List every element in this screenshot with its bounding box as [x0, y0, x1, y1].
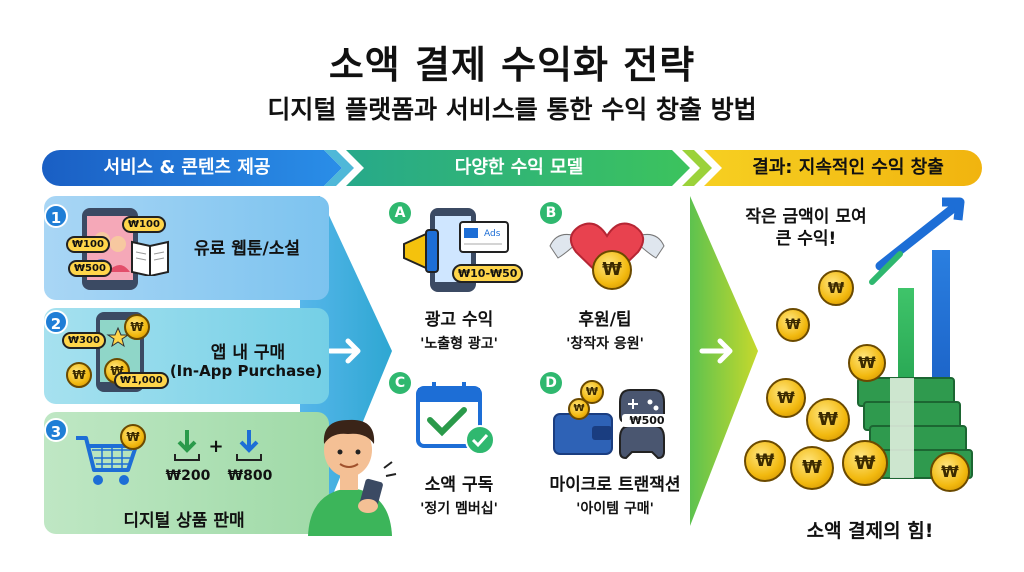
stage-label-result: 결과: 지속적인 수익 창출 — [752, 157, 944, 178]
person-with-phone-illustration — [308, 419, 397, 536]
won-coin-icon: ₩ — [776, 308, 810, 342]
stage-chevron-shape — [704, 150, 982, 186]
model-letter-badge: A — [389, 202, 411, 224]
model-subtitle: '정기 멤버십' — [420, 501, 498, 517]
service-label-iap-line1: 앱 내 구매 — [210, 343, 286, 363]
model-title: 마이크로 트랜잭션 — [549, 475, 681, 495]
won-coin-icon: ₩ — [120, 424, 146, 450]
service-label-digital-goods: 디지털 상품 판매 — [123, 511, 245, 531]
page-subtitle: 디지털 플랫폼과 서비스를 통한 수익 창출 방법 — [267, 95, 757, 124]
model-subtitle: '노출형 광고' — [420, 336, 498, 352]
flow-arrow-models-to-result — [690, 196, 758, 526]
model-label-microtransaction: 마이크로 트랜잭션 '아이템 구매' — [530, 470, 700, 518]
download-icon — [174, 430, 200, 461]
page-title: 소액 결제 수익화 전략 — [328, 43, 696, 87]
won-coin-icon: ₩ — [842, 440, 888, 486]
price-label: ₩200 — [165, 468, 211, 484]
stage-banner-services: 서비스 & 콘텐츠 제공 — [42, 150, 342, 186]
price-badge: ₩500 — [68, 260, 112, 277]
model-title: 광고 수익 — [424, 310, 494, 330]
step-number: 1 — [44, 204, 68, 228]
stage-chevron-shape — [346, 150, 690, 186]
plus-sign: + — [208, 436, 224, 457]
price-badge: ₩100 — [66, 236, 110, 253]
won-coin-icon: ₩ — [790, 446, 834, 490]
model-subtitle: '아이템 구매' — [576, 501, 654, 517]
step-number: 2 — [44, 310, 68, 334]
price-label: ₩800 — [227, 468, 273, 484]
result-callout-line2: 큰 수익! — [775, 229, 837, 249]
stage-banner-models: 다양한 수익 모델 — [346, 150, 690, 186]
result-footer: 소액 결제의 힘! — [806, 520, 934, 542]
ad-tag-text: Ads — [484, 229, 501, 239]
service-row-3: ₩ + ₩200 ₩800 디지털 상품 판매 — [44, 412, 329, 534]
calendar-check-icon — [416, 382, 495, 455]
stage-label-models: 다양한 수익 모델 — [454, 157, 584, 178]
price-badge: ₩10-₩50 — [452, 264, 524, 283]
service-label-webtoon: 유료 웹툰/소설 — [194, 239, 300, 259]
won-coin-icon: ₩ — [592, 250, 632, 290]
stage-banner-result: 결과: 지속적인 수익 창출 — [704, 150, 982, 186]
model-letter-badge: C — [389, 372, 411, 394]
result-callout-line1: 작은 금액이 모여 — [745, 207, 867, 227]
book-icon — [131, 240, 169, 276]
stage-label-services: 서비스 & 콘텐츠 제공 — [103, 157, 271, 178]
won-coin-icon: ₩ — [744, 440, 786, 482]
model-title: 후원/팁 — [578, 310, 632, 330]
model-label-donation: 후원/팁 '창작자 응원' — [530, 305, 680, 353]
service-row-1: ₩100 ₩100 ₩500 유료 웹툰/소설 — [44, 196, 329, 300]
model-letter-badge: B — [540, 202, 562, 224]
stage-separator — [676, 150, 716, 186]
price-badge: ₩300 — [62, 332, 106, 349]
service-row-2: ₩ ₩ ₩ ₩300 ₩1,000 앱 내 구매 (In-App Purchas… — [44, 308, 329, 404]
model-label-subscription: 소액 구독 '정기 멤버십' — [384, 470, 534, 518]
price-badge: ₩100 — [122, 216, 166, 233]
step-number: 3 — [44, 418, 68, 442]
model-title: 소액 구독 — [424, 475, 494, 495]
won-coin-icon: ₩ — [66, 362, 92, 388]
won-coin-icon: ₩ — [818, 270, 854, 306]
price-label: ₩500 — [622, 414, 672, 427]
model-subtitle: '창작자 응원' — [566, 336, 644, 352]
model-label-ads: 광고 수익 '노출형 광고' — [384, 305, 534, 353]
price-badge: ₩1,000 — [114, 372, 169, 389]
won-coin-icon: ₩ — [568, 398, 590, 420]
won-coin-icon: ₩ — [806, 398, 850, 442]
service-label-iap-line2: (In-App Purchase) — [169, 362, 323, 380]
won-coin-icon: ₩ — [766, 378, 806, 418]
won-coin-icon: ₩ — [930, 452, 970, 492]
won-coin-icon: ₩ — [124, 314, 150, 340]
result-callout: 작은 금액이 모여 큰 수익! — [726, 206, 886, 250]
won-coin-icon: ₩ — [848, 344, 886, 382]
stage-chevron-shape — [42, 150, 342, 186]
stage-separator — [318, 150, 354, 186]
model-letter-badge: D — [540, 372, 562, 394]
download-icon — [236, 430, 262, 461]
